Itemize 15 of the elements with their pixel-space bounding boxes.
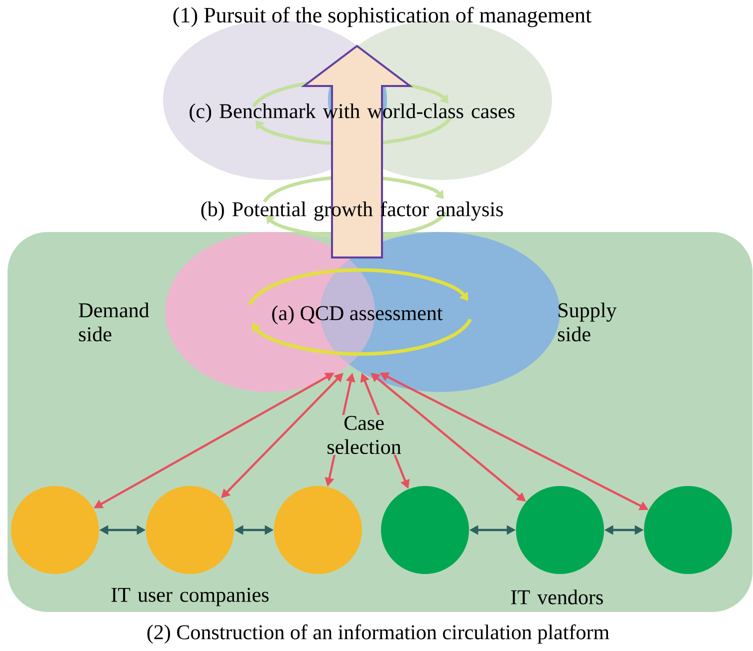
overlap-lens: (a) QCD assessment	[272, 305, 443, 325]
side-label: Demand side	[78, 302, 150, 342]
annotation-label: Case selection	[324, 414, 404, 456]
circle	[381, 486, 469, 574]
caption: (2) Construction of an information circulation platform	[147, 624, 610, 644]
circle	[516, 486, 604, 574]
circle	[11, 486, 99, 574]
block-arrow	[301, 44, 413, 258]
circle	[146, 486, 234, 574]
title: (1) Pursuit of the sophistication of management	[173, 6, 592, 28]
group-label: IT vendors	[511, 590, 603, 604]
side-label: Supply side	[558, 302, 617, 342]
circle	[274, 486, 362, 574]
circle	[644, 486, 732, 574]
group-label: IT user companies	[111, 588, 269, 606]
